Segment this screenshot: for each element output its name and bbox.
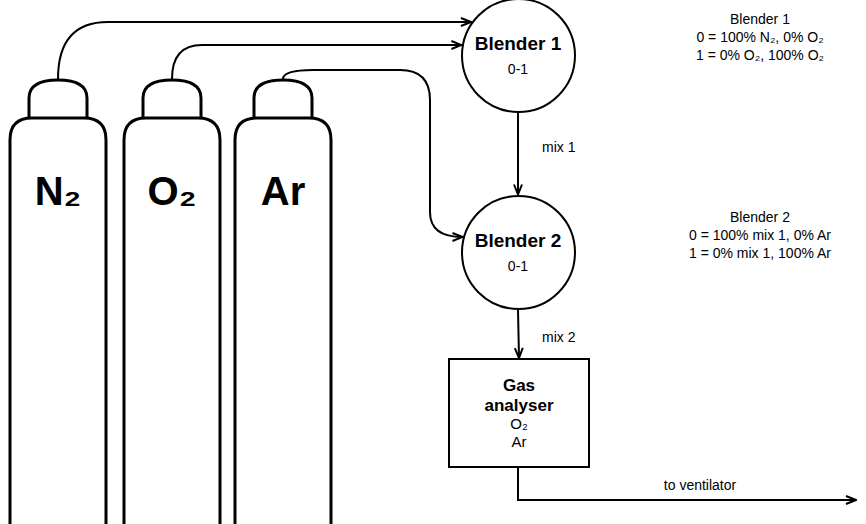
cylinder-valve [143, 80, 201, 118]
node-text: 0-1 [508, 61, 528, 77]
node-text-group: Blender 2 0-1 [475, 230, 562, 274]
gas-cylinder: Ar [233, 78, 333, 524]
cylinder-body [10, 118, 106, 524]
blender-circle: Blender 1 0-1 [461, 0, 576, 113]
node-title: Blender 2 [475, 230, 562, 252]
node-title: Blender 1 [475, 33, 562, 55]
cylinder-valve [29, 80, 87, 118]
flow-label: mix 2 [540, 328, 577, 346]
outlet-label: to ventilator [664, 476, 736, 494]
gas-cylinder: N₂ [8, 78, 108, 524]
analyser-box: Gas analyserO₂Ar [448, 358, 590, 468]
node-text-group: N₂ [8, 168, 108, 214]
blender-outline [461, 195, 574, 308]
node-title: Ar [261, 168, 305, 214]
blender-circle: Blender 2 0-1 [461, 195, 576, 310]
cylinder-valve [254, 80, 312, 118]
gas-line [518, 309, 519, 358]
node-title: Gas analyser [469, 376, 569, 415]
node-text-group: Gas analyserO₂Ar [469, 376, 569, 450]
blender-circle-outline [461, 195, 576, 310]
flow-label: mix 1 [540, 138, 577, 156]
blender-note: 1 = 0% mix 1, 100% Ar [689, 244, 831, 262]
node-title: N₂ [35, 168, 82, 214]
outlet-line [518, 468, 856, 500]
gas-cylinder-outline [122, 78, 222, 524]
gas-line [517, 113, 519, 195]
blender-note: 1 = 0% O₂, 100% O₂ [696, 46, 824, 64]
blender-outline [461, 0, 574, 112]
blender-note: 0 = 100% N₂, 0% O₂ [696, 28, 823, 46]
blender-circle-outline [461, 0, 576, 113]
node-text-group: Ar [233, 168, 333, 214]
node-title: O₂ [148, 168, 197, 214]
cylinder-body [124, 118, 220, 524]
node-text: 0-1 [508, 258, 528, 274]
node-text-group: Blender 1 0-1 [475, 33, 562, 77]
node-text: O₂ [510, 415, 528, 432]
gas-cylinder-outline [8, 78, 108, 524]
blender-note: Blender 1 [730, 10, 790, 28]
gas-cylinder: O₂ [122, 78, 222, 524]
node-text: Ar [512, 433, 527, 450]
gas-cylinder-outline [233, 78, 333, 524]
blender-note: Blender 2 [730, 208, 790, 226]
node-text-group: O₂ [122, 168, 222, 214]
cylinder-body [235, 118, 331, 524]
blender-note: 0 = 100% mix 1, 0% Ar [689, 226, 831, 244]
